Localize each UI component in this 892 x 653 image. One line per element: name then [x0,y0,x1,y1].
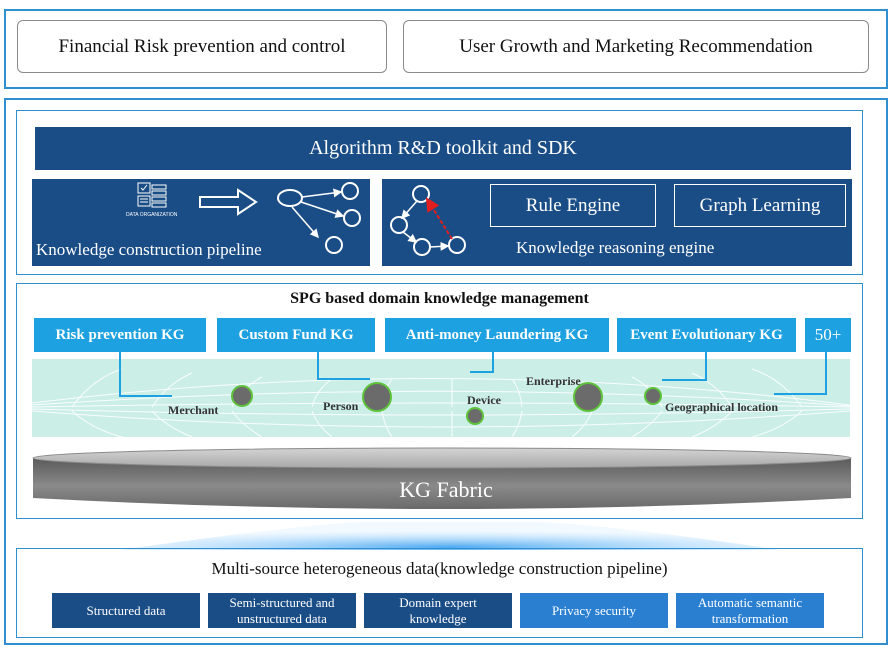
tab-risk-prevention-kg-label: Risk prevention KG [55,326,185,343]
spg-layer-frame [16,283,863,519]
reasoning-engine-panel[interactable]: Rule Engine Graph Learning Knowledge rea… [382,179,852,266]
data-organization-label: DATA ORGANIZATION [126,212,178,218]
rule-engine-button[interactable]: Rule Engine [490,184,656,227]
tab-anti-money-laundering-kg[interactable]: Anti-money Laundering KG [385,318,609,352]
kg-fabric-label: KG Fabric [399,477,493,502]
source-semi-structured-data[interactable]: Semi-structured and unstructured data [208,593,356,628]
tab-anti-money-laundering-kg-label: Anti-money Laundering KG [405,326,589,343]
source-domain-expert-knowledge-label: Domain expert knowledge [399,594,477,626]
source-automatic-semantic-transformation[interactable]: Automatic semantic transformation [676,593,824,628]
app-financial-risk[interactable]: Financial Risk prevention and control [17,20,387,73]
node-device[interactable] [466,407,484,425]
source-structured-data-label: Structured data [86,602,166,618]
app-user-growth[interactable]: User Growth and Marketing Recommendation [403,20,869,73]
mesh-grid [31,368,851,438]
rule-engine-label: Rule Engine [525,194,621,216]
node-label-geographical-location: Geographical location [665,400,778,414]
database-icon [137,182,167,208]
node-label-enterprise: Enterprise [526,374,581,388]
source-privacy-security-label: Privacy security [551,602,637,618]
kg-fabric-disk[interactable] [0,440,892,515]
node-label-device: Device [467,393,501,407]
application-layer-frame [4,9,888,89]
fabric-data-glow [120,522,780,550]
spg-title: SPG based domain knowledge management [290,290,589,307]
node-merchant[interactable] [231,385,253,407]
algorithm-toolkit-label: Algorithm R&D toolkit and SDK [309,137,577,159]
construction-pipeline-label: Knowledge construction pipeline [36,240,262,259]
tab-risk-prevention-kg[interactable]: Risk prevention KG [34,318,206,352]
construction-pipeline-panel[interactable]: DATA ORGANIZATION Knowledge construction… [32,179,370,266]
node-enterprise[interactable] [573,382,603,412]
tab-more-kgs[interactable]: 50+ [805,318,851,352]
node-geographical-location[interactable] [644,387,662,405]
tab-event-evolutionary-kg-label: Event Evolutionary KG [630,326,783,343]
algorithm-toolkit-bar[interactable]: Algorithm R&D toolkit and SDK [35,127,851,170]
tab-custom-fund-kg[interactable]: Custom Fund KG [217,318,375,352]
node-label-merchant: Merchant [168,403,219,417]
algorithm-layer-frame [16,110,863,275]
node-person[interactable] [362,382,392,412]
right-arrow-icon [199,188,258,216]
node-label-person: Person [323,399,359,413]
graph-learning-label: Graph Learning [699,194,821,216]
app-user-growth-label: User Growth and Marketing Recommendation [459,35,813,57]
tab-custom-fund-kg-label: Custom Fund KG [238,326,354,343]
graph-icon [277,182,361,254]
source-semi-structured-data-label: Semi-structured and unstructured data [229,594,335,626]
tab-event-evolutionary-kg[interactable]: Event Evolutionary KG [617,318,796,352]
reasoning-engine-label: Knowledge reasoning engine [516,238,715,257]
platform-frame [4,98,888,645]
reasoning-graph-icon [390,185,466,256]
data-layer-frame [16,548,863,638]
graph-learning-button[interactable]: Graph Learning [674,184,846,227]
source-privacy-security[interactable]: Privacy security [520,593,668,628]
source-structured-data[interactable]: Structured data [52,593,200,628]
app-financial-risk-label: Financial Risk prevention and control [58,35,346,57]
knowledge-mesh [31,359,851,438]
source-automatic-semantic-transformation-label: Automatic semantic transformation [697,594,803,626]
tab-more-kgs-label: 50+ [814,325,842,344]
data-layer-title: Multi-source heterogeneous data(knowledg… [211,559,668,578]
source-domain-expert-knowledge[interactable]: Domain expert knowledge [364,593,512,628]
